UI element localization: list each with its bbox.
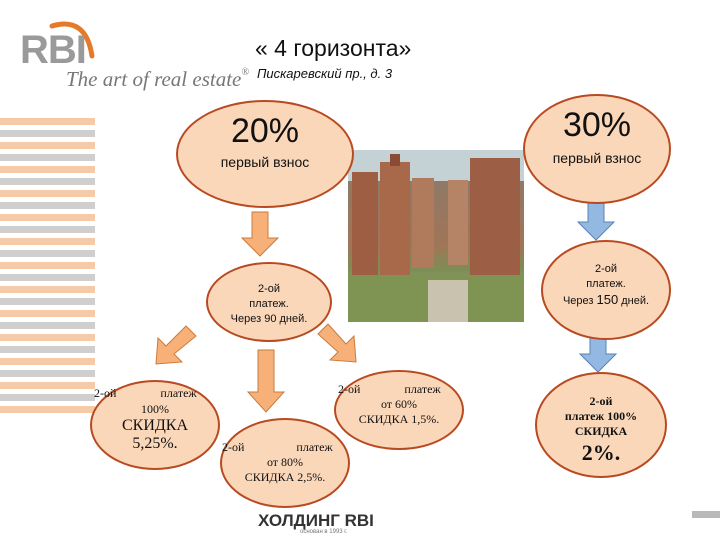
- final-payment-discount: 2%.: [581, 440, 621, 465]
- first-payment-30-percent: 30%: [562, 106, 632, 144]
- second-payment-90-text: 2-ой платеж. Через 90 дней.: [230, 283, 308, 325]
- footer-logo: ХОЛДИНГ RBI: [258, 511, 374, 530]
- final-payment-line2: платеж 100%: [564, 409, 638, 423]
- option-100-discount-value: 5,25%.: [132, 435, 178, 452]
- first-payment-30-ellipse: [523, 94, 671, 204]
- option-60-discount: СКИДКА 1,5%.: [358, 412, 440, 426]
- logo-arc-icon: [49, 21, 95, 59]
- option-60-ellipse: [334, 370, 464, 450]
- first-payment-20-ellipse: [176, 100, 354, 208]
- first-payment-20-label: первый взнос: [220, 154, 310, 170]
- address-subtitle: Пискаревский пр., д. 3: [257, 66, 393, 81]
- option-80-ellipse: [220, 418, 350, 508]
- second-payment-150-ellipse: [541, 240, 671, 340]
- page-title: « 4 горизонта»: [255, 35, 412, 61]
- option-100-discount-label: СКИДКА: [121, 417, 189, 434]
- option-100-ellipse: [90, 380, 220, 470]
- final-payment-ellipse: [535, 372, 667, 478]
- logo-tagline: The art of real estate®: [66, 67, 249, 91]
- arrow-diag-right-orange: [317, 323, 357, 363]
- final-payment-line3: СКИДКА: [574, 424, 628, 438]
- option-100-percent: 100%: [141, 402, 169, 416]
- footer-subtitle: основан в 1993 г.: [300, 529, 348, 535]
- option-80-percent: от 80%: [266, 455, 304, 469]
- final-payment-line1: 2-ой: [589, 394, 613, 408]
- decorative-stripes: [0, 118, 95, 418]
- arrow-down-orange-2: [246, 349, 286, 413]
- bottom-decoration: [692, 511, 720, 518]
- arrow-down-orange-1: [240, 211, 280, 257]
- second-payment-90-ellipse: [206, 262, 332, 342]
- second-payment-150-text: 2-ой платеж. Через 150 дней.: [562, 263, 650, 307]
- option-80-discount: СКИДКА 2,5%.: [244, 470, 326, 484]
- building-photo: [348, 150, 524, 322]
- logo-text: RBI: [20, 28, 87, 72]
- arrow-diag-left-orange: [155, 325, 197, 365]
- first-payment-20-percent: 20%: [230, 112, 300, 150]
- option-60-percent: от 60%: [380, 397, 418, 411]
- first-payment-30-label: первый взнос: [552, 150, 642, 166]
